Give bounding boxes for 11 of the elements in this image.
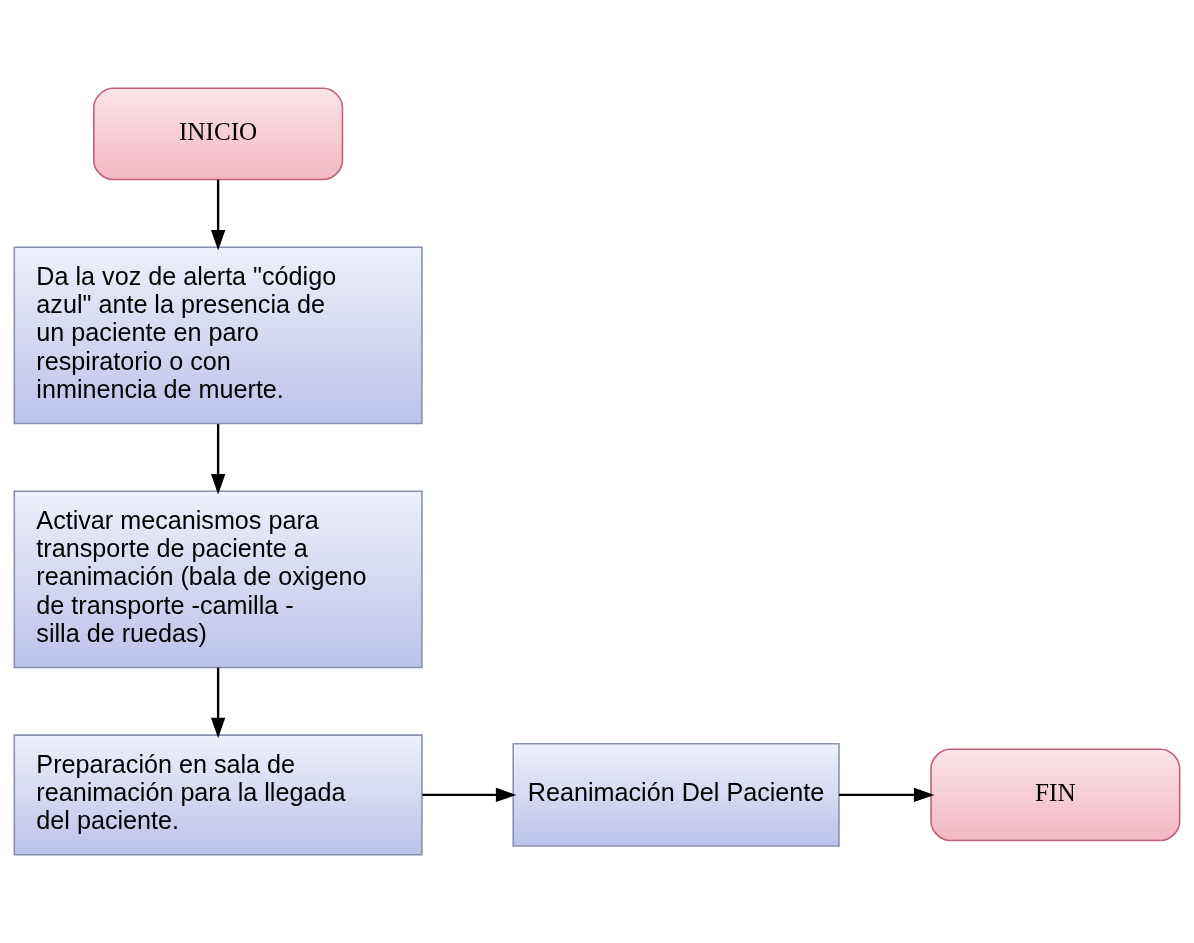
node-box: Preparación en sala de reanimación para la llegada del paciente.	[13, 734, 423, 856]
arrow	[210, 179, 226, 251]
node-box: INICIO	[93, 87, 344, 181]
arrow	[210, 667, 226, 739]
arrow	[422, 787, 517, 803]
node-box: Reanimación Del Paciente	[512, 742, 840, 847]
arrow	[839, 787, 935, 803]
node-box: Activar mecanismos para transporte de paciente a reanimación (bala de oxigeno de transporte -camilla - silla de ruedas)	[13, 490, 423, 669]
node-box: Da la voz de alerta "código azul" ante la presencia de un paciente en paro respiratorio o con inminencia de muerte.	[13, 246, 423, 425]
node-box: FIN	[930, 748, 1181, 842]
arrow	[210, 424, 226, 495]
